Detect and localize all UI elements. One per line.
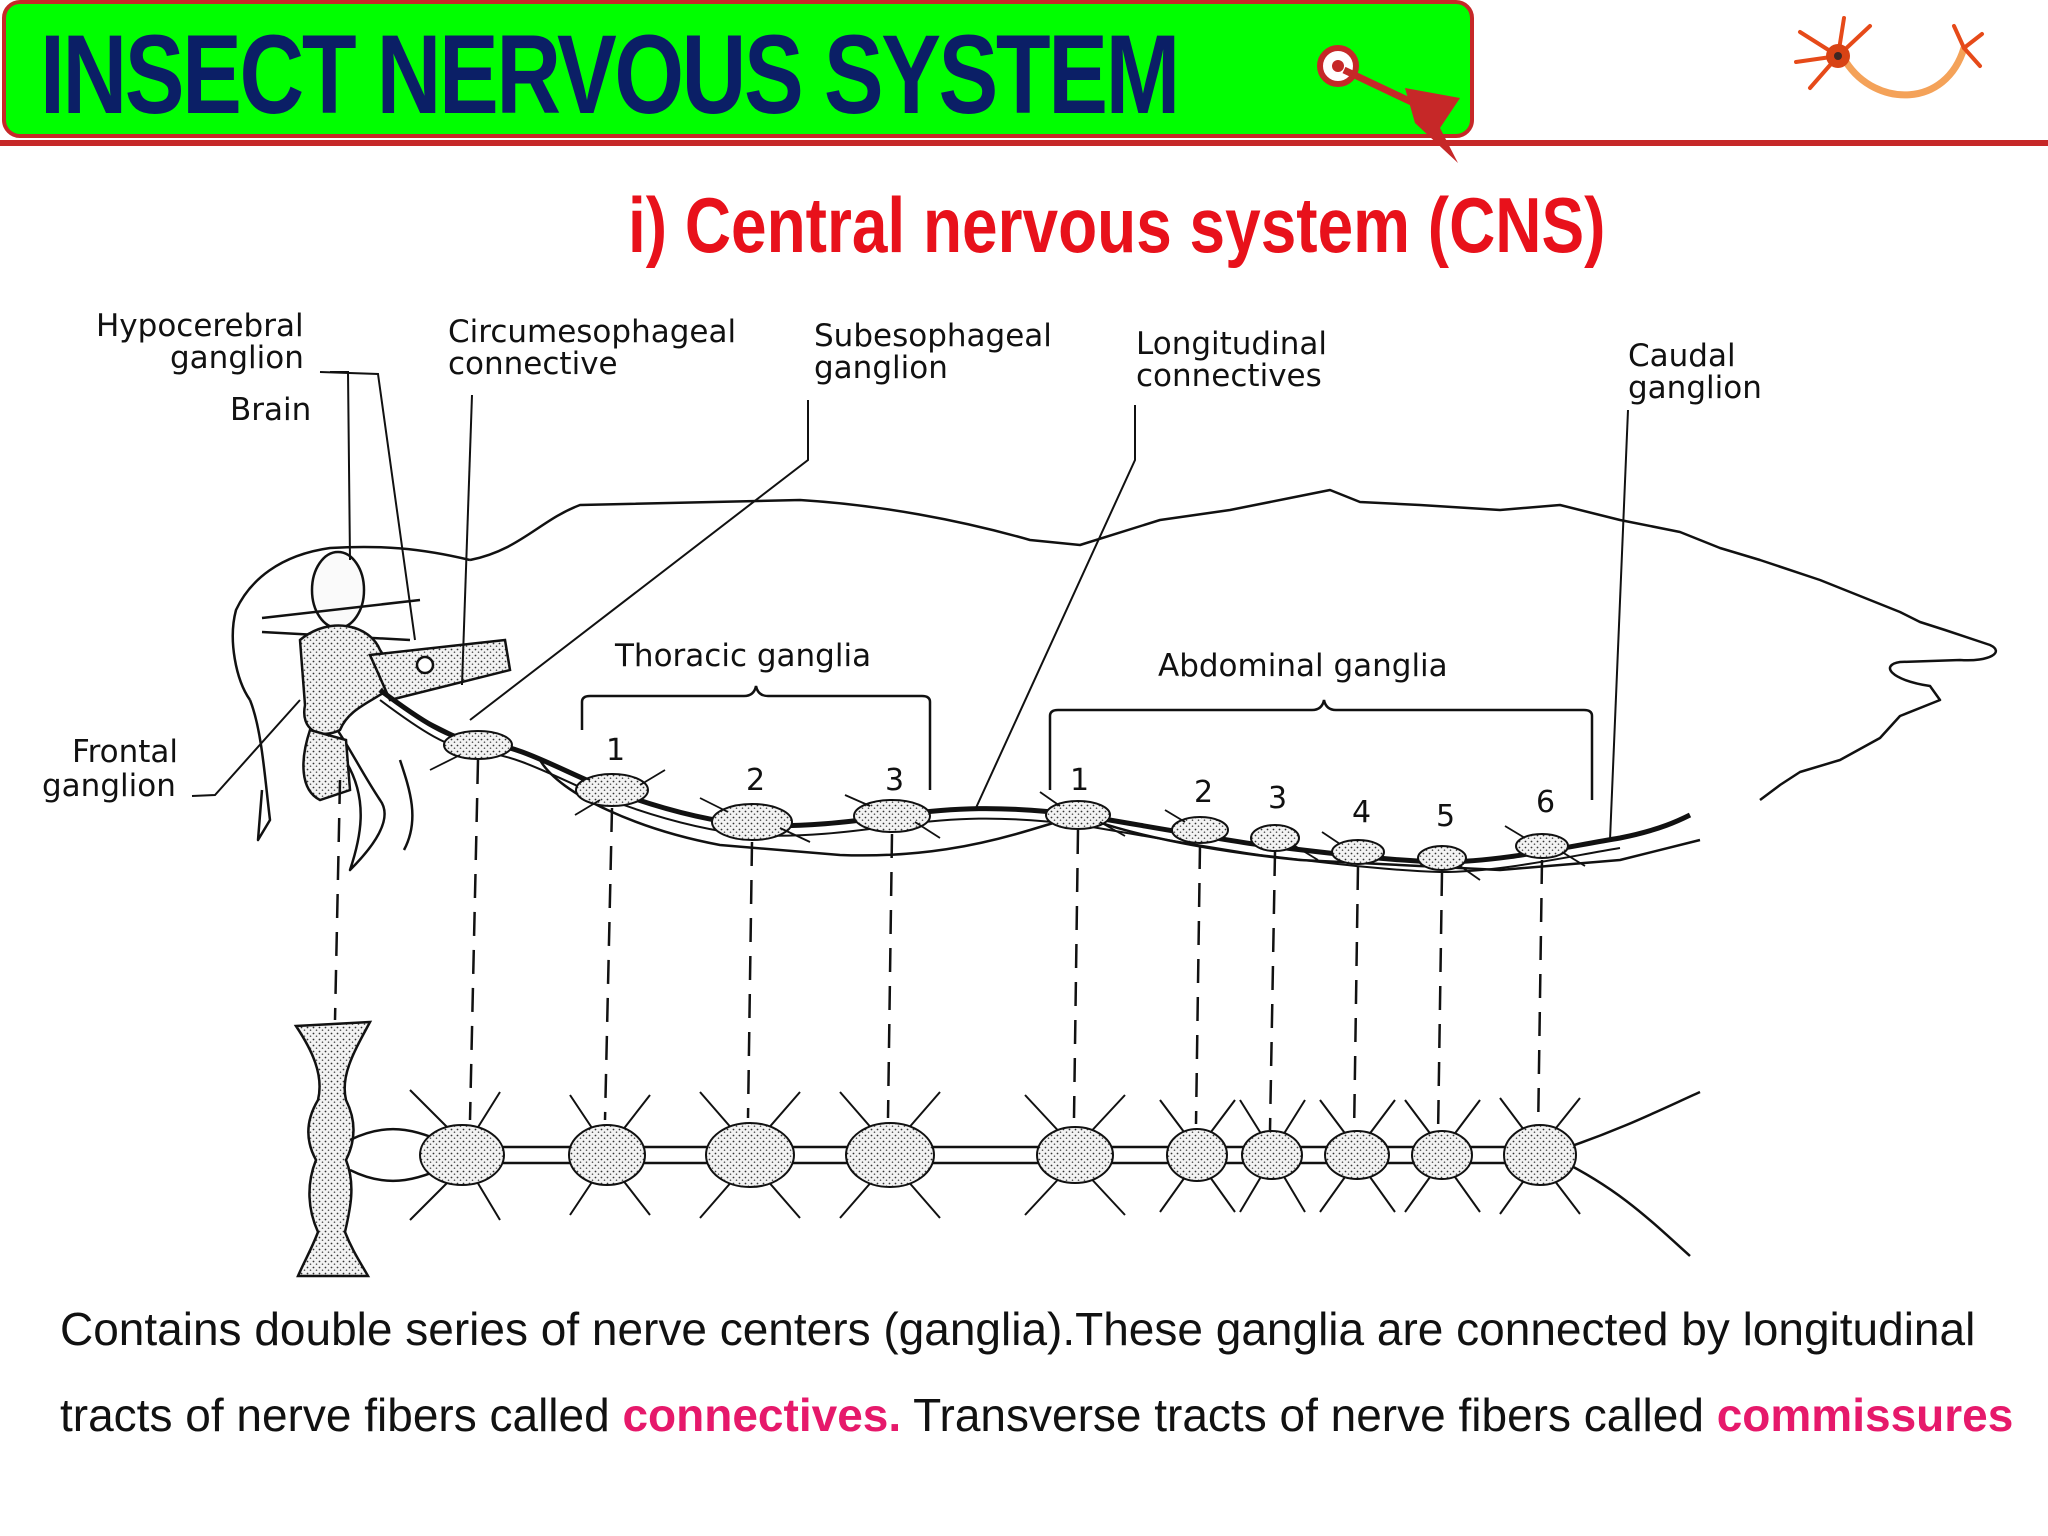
body-text: Contains double series of nerve centers … xyxy=(60,1286,2020,1458)
side-ganglia xyxy=(443,730,1569,871)
brackets xyxy=(580,685,1594,800)
svg-text:5: 5 xyxy=(1436,799,1455,834)
thoracic-numbers: 1 2 3 xyxy=(606,733,904,798)
projection-lines xyxy=(333,759,1544,1137)
svg-text:3: 3 xyxy=(1268,781,1287,816)
svg-text:Caudal: Caudal xyxy=(1628,338,1736,374)
pin-icon xyxy=(1317,45,1460,163)
svg-text:ganglion: ganglion xyxy=(814,350,948,386)
svg-text:2: 2 xyxy=(1194,775,1213,810)
neuron-logo-icon xyxy=(1794,16,1984,99)
svg-text:1: 1 xyxy=(1070,763,1089,798)
diagram-labels: Hypocerebral ganglion Brain Circumesopha… xyxy=(42,308,1762,804)
section-title: i) Central nervous system (CNS) xyxy=(628,181,1606,269)
svg-text:Longitudinal: Longitudinal xyxy=(1136,326,1327,362)
svg-text:Subesophageal: Subesophageal xyxy=(814,318,1052,354)
svg-text:Abdominal ganglia: Abdominal ganglia xyxy=(1158,648,1448,684)
brain-structure xyxy=(298,624,512,802)
term-connectives: connectives. xyxy=(622,1389,902,1441)
leader-lines xyxy=(191,371,1629,841)
abdominal-numbers: 1 2 3 4 5 6 xyxy=(1070,763,1555,834)
page-title: INSECT NERVOUS SYSTEM xyxy=(40,12,1180,137)
dorsal-ganglia xyxy=(419,1122,1577,1188)
body-text-part1: Contains double series of nerve centers … xyxy=(60,1303,1976,1441)
svg-text:Thoracic ganglia: Thoracic ganglia xyxy=(614,638,871,674)
svg-text:Brain: Brain xyxy=(230,392,311,428)
svg-text:3: 3 xyxy=(885,763,904,798)
term-commissures: commissures xyxy=(1716,1389,2014,1441)
body-text-part2: Transverse tracts of nerve fibers called xyxy=(901,1389,1717,1441)
svg-text:ganglion: ganglion xyxy=(42,768,176,804)
svg-text:6: 6 xyxy=(1536,785,1555,820)
svg-text:connective: connective xyxy=(448,346,618,382)
svg-text:Circumesophageal: Circumesophageal xyxy=(448,314,736,350)
svg-text:ganglion: ganglion xyxy=(1628,370,1762,406)
dorsal-nerve-cord xyxy=(349,1090,1701,1257)
svg-text:Frontal: Frontal xyxy=(72,734,178,770)
side-nerves xyxy=(424,719,1586,881)
svg-text:2: 2 xyxy=(746,763,765,798)
dorsal-brain xyxy=(293,1020,373,1278)
insect-body-outline xyxy=(231,488,1997,872)
svg-text:Hypocerebral: Hypocerebral xyxy=(96,308,304,344)
ventral-nerve-cord xyxy=(378,687,1692,874)
header-rule xyxy=(0,140,2048,146)
svg-text:connectives: connectives xyxy=(1136,358,1322,394)
svg-text:ganglion: ganglion xyxy=(170,340,304,376)
svg-text:1: 1 xyxy=(606,733,625,768)
title-banner: INSECT NERVOUS SYSTEM xyxy=(2,0,1474,138)
svg-text:4: 4 xyxy=(1352,795,1371,830)
